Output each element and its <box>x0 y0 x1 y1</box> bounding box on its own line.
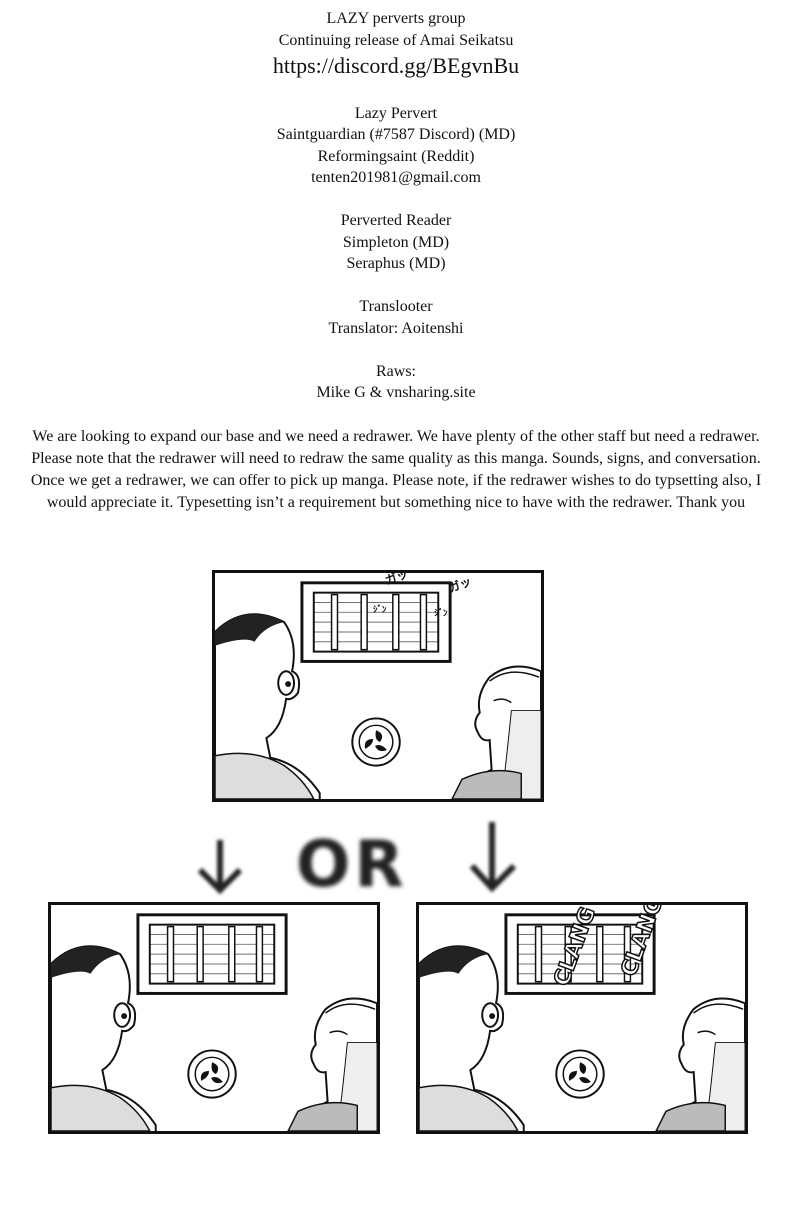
cleaned-panel <box>48 902 380 1134</box>
recruitment-notice: We are looking to expand our base and we… <box>30 428 762 511</box>
credit-line: tenten201981@gmail.com <box>311 169 481 186</box>
discord-link[interactable]: https://discord.gg/BEgvnBu <box>272 53 520 78</box>
section-heading: Raws: <box>376 362 416 380</box>
credits-block: LAZY perverts group Continuing release o… <box>0 8 792 404</box>
credit-line: Reformingsaint (Reddit) <box>317 147 475 165</box>
arrow-down-right-icon <box>464 818 524 894</box>
svg-text:ガッ: ガッ <box>383 573 410 588</box>
credit-line: Translator: Aoitenshi <box>328 319 464 337</box>
svg-text:ｼﾞﾝ: ｼﾞﾝ <box>373 603 387 615</box>
credit-line: Seraphus (MD) <box>346 255 446 272</box>
credit-line: Simpleton (MD) <box>342 233 450 251</box>
svg-text:ガッ: ガッ <box>446 574 473 595</box>
section-heading: Lazy Pervert <box>354 104 438 122</box>
svg-text:ｼﾞﾝ: ｼﾞﾝ <box>434 607 448 619</box>
original-panel: ガッ ガッ ｼﾞﾝ ｼﾞﾝ <box>212 570 544 802</box>
section-heading: Perverted Reader <box>340 212 452 229</box>
sfx-clang-1: CLANG <box>549 905 601 990</box>
group-name: LAZY perverts group <box>326 10 466 27</box>
arrow-down-left-icon <box>190 836 250 896</box>
credit-line: Saintguardian (#7587 Discord) (MD) <box>276 126 516 143</box>
typeset-panel: CLANG CLANG <box>416 902 748 1134</box>
section-heading: Translooter <box>359 298 433 315</box>
release-line: Continuing release of Amai Seikatsu <box>278 31 514 49</box>
credit-line: Mike G & vnsharing.site <box>316 384 476 401</box>
or-label: OR <box>296 828 408 902</box>
